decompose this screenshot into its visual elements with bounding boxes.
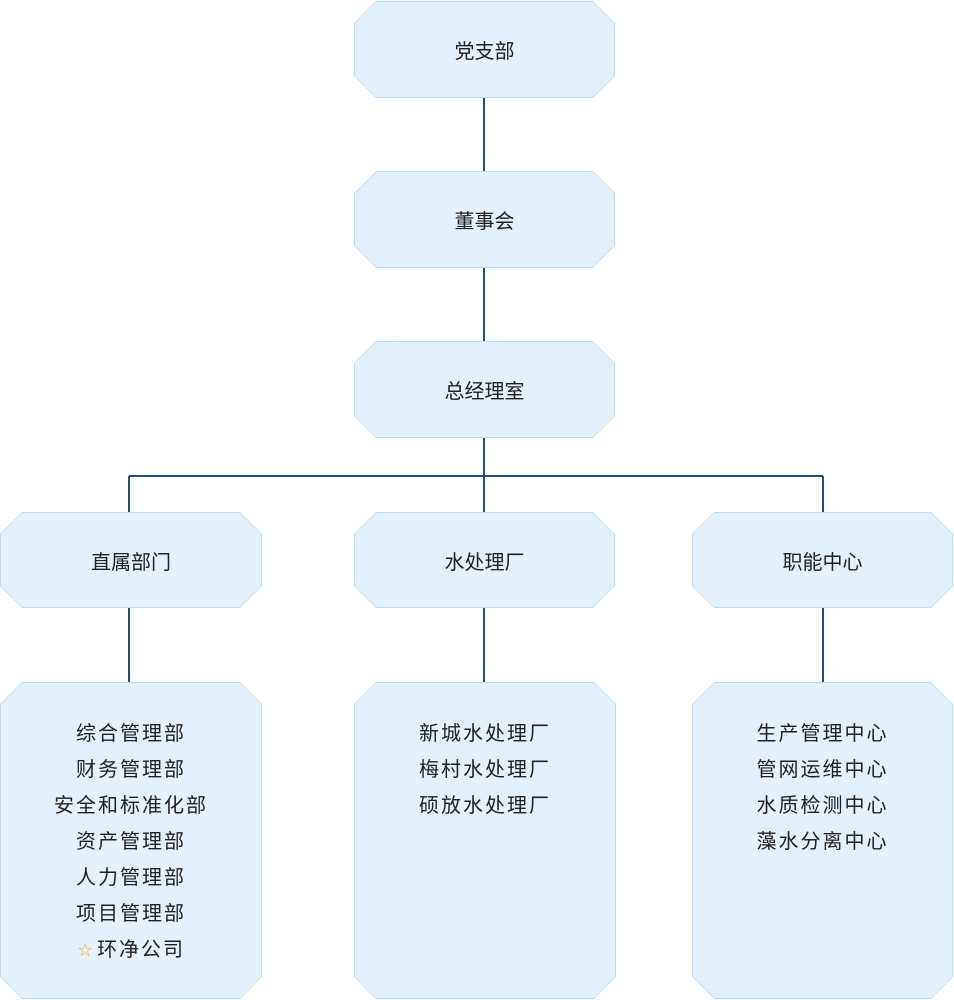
list-item: 管网运维中心 xyxy=(756,757,889,781)
list-direct-depts: 综合管理部 财务管理部 安全和标准化部 资产管理部 人力管理部 项目管理部 ☆环… xyxy=(0,715,262,967)
node-function-centers: 职能中心 xyxy=(692,512,953,608)
list-box-direct-depts: 综合管理部 财务管理部 安全和标准化部 资产管理部 人力管理部 项目管理部 ☆环… xyxy=(0,682,262,999)
list-item: 藻水分离中心 xyxy=(756,829,889,853)
node-label: 职能中心 xyxy=(782,549,863,574)
list-item: 财务管理部 xyxy=(76,757,186,781)
list-item: 生产管理中心 xyxy=(756,721,889,745)
node-label: 水处理厂 xyxy=(444,549,525,574)
list-function-centers: 生产管理中心 管网运维中心 水质检测中心 藻水分离中心 xyxy=(692,715,953,859)
list-item-label: 环净公司 xyxy=(97,937,186,961)
list-box-water-plants: 新城水处理厂 梅村水处理厂 硕放水处理厂 xyxy=(354,682,616,999)
node-party-branch: 党支部 xyxy=(354,1,615,98)
list-item-starred: ☆环净公司 xyxy=(77,931,185,967)
list-item: 新城水处理厂 xyxy=(419,721,551,745)
node-label: 总经理室 xyxy=(444,379,525,403)
list-item: 资产管理部 xyxy=(76,829,186,853)
node-water-plants: 水处理厂 xyxy=(354,512,615,608)
star-outline-icon: ☆ xyxy=(76,940,94,961)
list-box-function-centers: 生产管理中心 管网运维中心 水质检测中心 藻水分离中心 xyxy=(692,682,953,999)
node-label: 党支部 xyxy=(454,39,515,63)
list-item: 项目管理部 xyxy=(76,901,186,925)
node-gm-office: 总经理室 xyxy=(354,341,615,438)
list-item: 安全和标准化部 xyxy=(54,793,208,817)
node-direct-depts: 直属部门 xyxy=(0,512,262,608)
list-item: 硕放水处理厂 xyxy=(419,793,551,817)
node-label: 董事会 xyxy=(454,209,515,233)
list-item: 水质检测中心 xyxy=(756,793,889,817)
list-item: 人力管理部 xyxy=(76,865,186,889)
list-item: 综合管理部 xyxy=(76,721,186,745)
node-board: 董事会 xyxy=(354,171,615,268)
node-label: 直属部门 xyxy=(91,549,171,574)
list-water-plants: 新城水处理厂 梅村水处理厂 硕放水处理厂 xyxy=(354,715,616,823)
list-item: 梅村水处理厂 xyxy=(419,757,551,781)
